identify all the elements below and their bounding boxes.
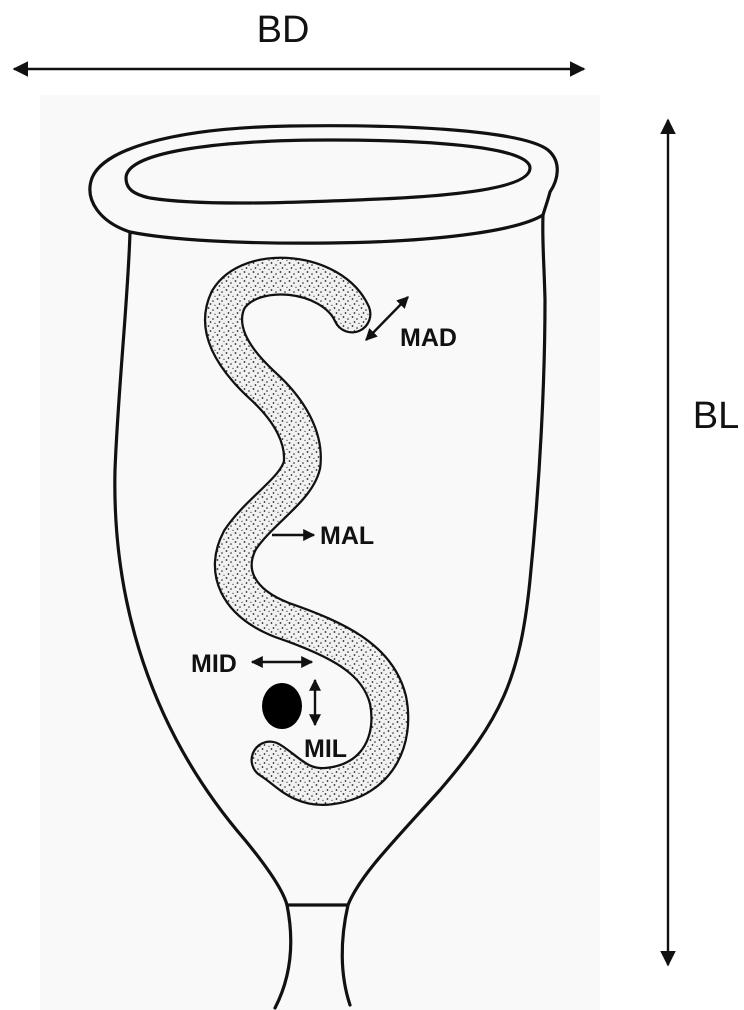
micronucleus xyxy=(262,683,302,729)
body-length-label: BL xyxy=(693,395,739,437)
body-length-dimension: BL xyxy=(668,120,739,965)
macronucleus-length-label: MAL xyxy=(320,522,374,550)
body-diameter-dimension: BD xyxy=(14,9,584,69)
micronucleus-diameter-label: MID xyxy=(191,650,237,678)
macronucleus-diameter-label: MAD xyxy=(400,324,457,352)
body-diameter-label: BD xyxy=(257,9,310,51)
micronucleus-length-label: MIL xyxy=(304,735,347,763)
drawing-panel xyxy=(40,95,600,1010)
